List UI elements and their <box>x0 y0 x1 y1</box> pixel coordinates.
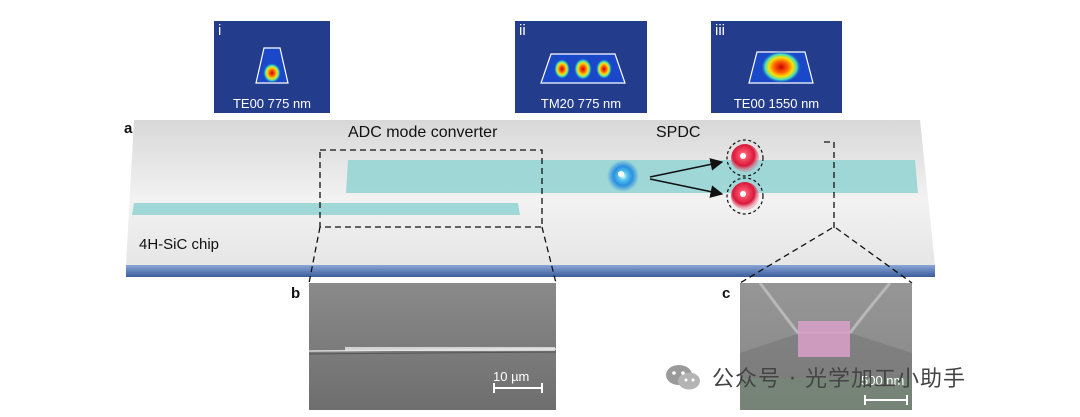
panel-label-a: a <box>124 120 133 137</box>
mode-field-plot <box>255 47 289 84</box>
panel-label-c: c <box>722 285 731 302</box>
sem-cross-section <box>740 283 912 410</box>
panel-label-b: b <box>291 285 301 302</box>
watermark: 公众号 · 光学加工小助手 <box>664 360 1064 394</box>
watermark-text: 公众号 · 光学加工小助手 <box>712 367 966 392</box>
waveguide-lower <box>132 203 520 215</box>
scale-bar-label: 500 nm <box>861 373 905 388</box>
sem-image-c: 500 nm <box>740 283 912 410</box>
chip-label: 4H-SiC chip <box>139 236 220 253</box>
mode-field-plot <box>540 53 626 84</box>
cross-section-marker <box>824 141 835 228</box>
adc-region-box <box>319 149 543 228</box>
arrow-down <box>649 178 724 198</box>
wechat-icon <box>666 365 700 390</box>
mode-caption: TM20 775 nm <box>540 96 622 111</box>
sem-waveguide-lines <box>309 347 556 393</box>
mode-profile-te00-1550: iii TE00 1550 nm <box>711 21 842 113</box>
mode-profile-te00-775: i TE00 775 nm <box>214 21 330 113</box>
zoom-line-c-left <box>739 227 833 284</box>
adc-label: ADC mode converter <box>348 124 498 141</box>
arrow-up <box>649 158 724 178</box>
chip-substrate <box>126 265 935 277</box>
mode-numeral: iii <box>715 22 725 39</box>
mode-numeral: ii <box>519 22 526 39</box>
spdc-label: SPDC <box>656 124 701 141</box>
pink-waveguide-core <box>798 321 850 357</box>
mode-caption: TE00 1550 nm <box>733 96 820 111</box>
scale-bar-label: 10 µm <box>493 369 530 384</box>
sem-image-b: 10 µm <box>309 283 556 410</box>
mode-profile-tm20-775: ii TM20 775 nm <box>515 21 647 113</box>
mode-caption: TE00 775 nm <box>232 96 312 111</box>
mode-field-plot <box>748 51 814 84</box>
zoom-line-c-right <box>835 227 913 284</box>
mode-numeral: i <box>218 22 222 39</box>
